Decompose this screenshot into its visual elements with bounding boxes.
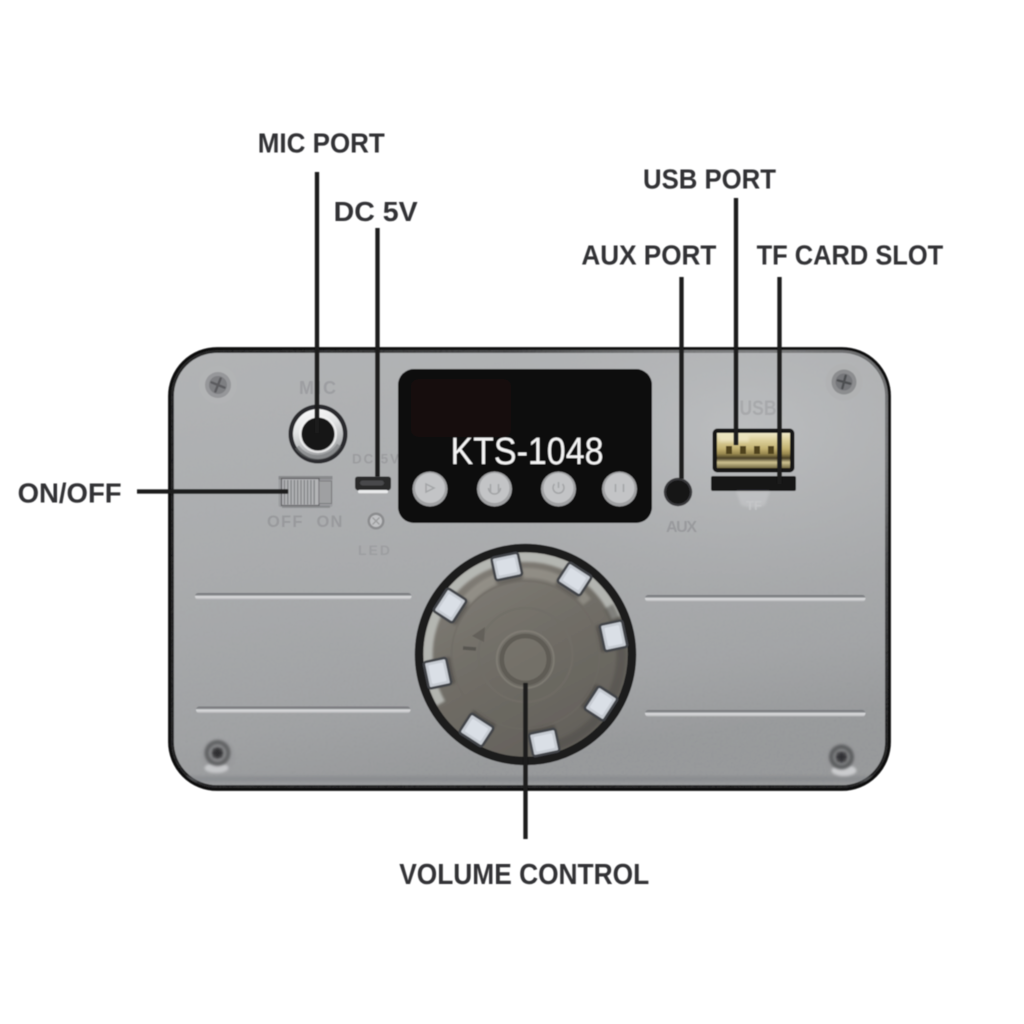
svg-text:MIC PORT: MIC PORT: [258, 128, 385, 159]
svg-text:AUX: AUX: [666, 519, 697, 536]
svg-text:TF CARD SLOT: TF CARD SLOT: [757, 240, 944, 271]
svg-text:USB: USB: [740, 397, 777, 420]
svg-text:AUX PORT: AUX PORT: [581, 240, 716, 271]
svg-text:LED: LED: [358, 542, 392, 558]
svg-text:ON/OFF: ON/OFF: [18, 477, 122, 508]
svg-text:VOLUME CONTROL: VOLUME CONTROL: [399, 859, 649, 891]
svg-text:ON: ON: [317, 513, 344, 531]
svg-text:KTS-1048: KTS-1048: [451, 431, 604, 473]
svg-text:USB PORT: USB PORT: [643, 164, 776, 195]
svg-text:OFF: OFF: [267, 513, 304, 531]
svg-text:DC 5V: DC 5V: [334, 196, 418, 227]
